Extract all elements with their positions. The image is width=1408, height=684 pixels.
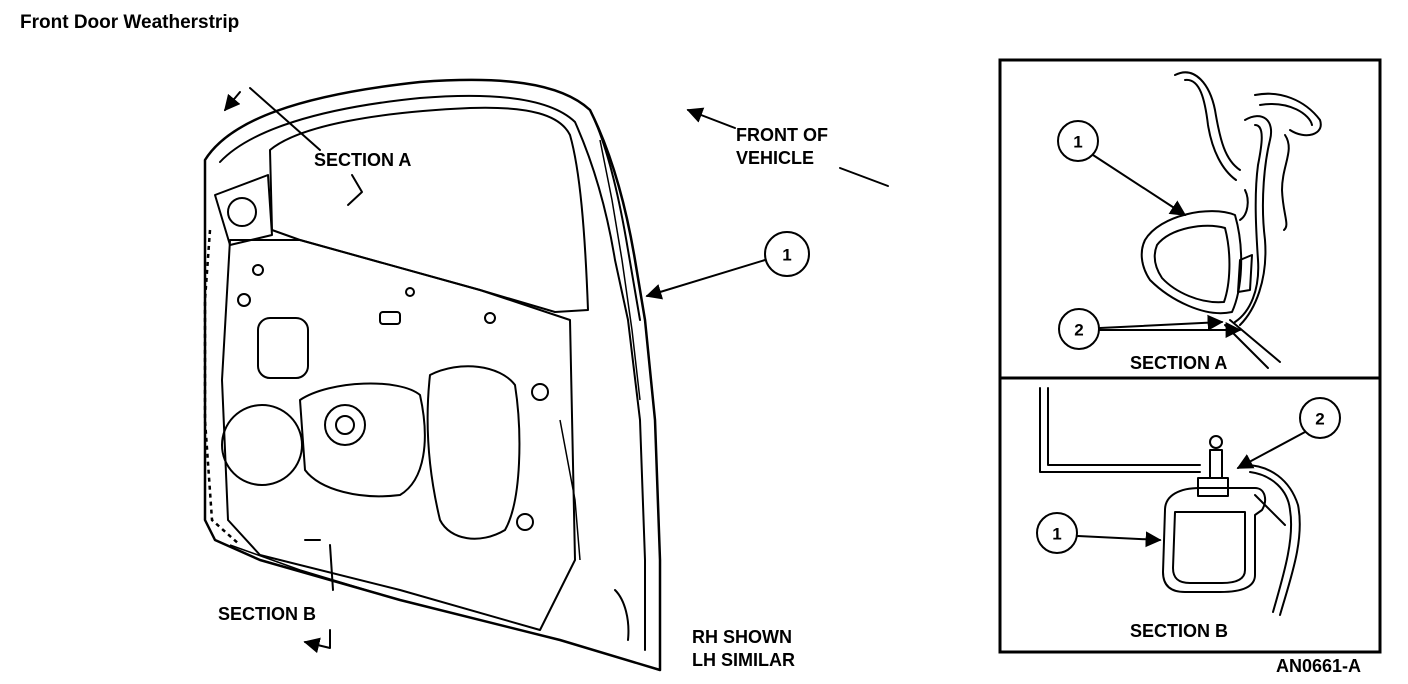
- front-of-vehicle-line1: FRONT OF: [736, 125, 828, 145]
- section-a-label: SECTION A: [314, 150, 411, 170]
- callout-b-2: 2: [1315, 410, 1324, 429]
- section-b-detail: [1039, 387, 1301, 616]
- figure-title: Front Door Weatherstrip: [20, 12, 240, 33]
- detail-panel-frame: [998, 58, 1382, 654]
- callout-circle: [764, 231, 810, 277]
- rh-shown-note: RH SHOWN: [692, 627, 792, 647]
- lh-similar-note: LH SIMILAR: [692, 650, 795, 670]
- door-illustration: [203, 78, 662, 672]
- figure-id: AN0661-A: [1276, 656, 1361, 676]
- section-b-label: SECTION B: [218, 604, 316, 624]
- section-b-detail-label: SECTION B: [1130, 621, 1228, 641]
- front-of-vehicle-line2: VEHICLE: [736, 148, 814, 168]
- callout-main-1: 1: [782, 246, 791, 265]
- callout-b-1: 1: [1052, 525, 1061, 544]
- section-a-detail-label: SECTION A: [1130, 353, 1227, 373]
- callout-a-1: 1: [1073, 133, 1082, 152]
- callout-a-2: 2: [1074, 321, 1083, 340]
